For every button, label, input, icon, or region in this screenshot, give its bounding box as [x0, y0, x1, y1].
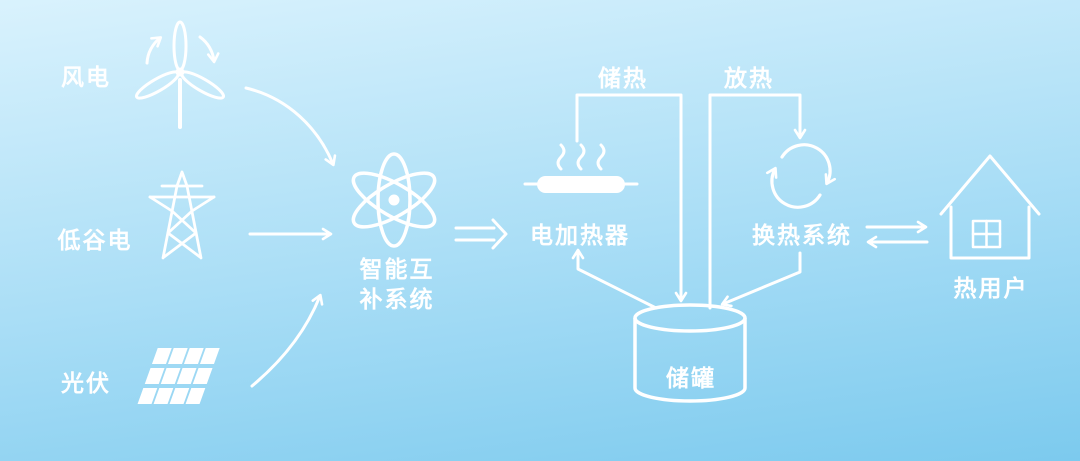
heat-user-label: 热用户: [953, 275, 1029, 301]
heat-wave: [556, 143, 566, 171]
system-label-line2: 补系统: [359, 286, 435, 312]
wind-to-system-arrow: [244, 86, 337, 167]
pv-to-system-arrow: [250, 293, 324, 388]
heat-exchange-icon: [765, 143, 837, 209]
exchanger-user-exchange-arrows: [865, 220, 929, 249]
tank-to-heater-return-pipe: [571, 248, 658, 310]
exchanger-label: 换热系统: [752, 222, 852, 248]
exchanger-to-tank-return-pipe: [720, 251, 802, 308]
offpeak-label: 低谷电: [57, 227, 133, 253]
pv-label: 光伏: [61, 370, 111, 396]
heat-wave: [576, 143, 586, 171]
rotation-arc-left: [145, 36, 163, 65]
discharge-label: 放热: [724, 65, 774, 91]
wind-turbine-icon: [134, 20, 226, 129]
heat-wave: [596, 143, 606, 171]
house-icon: [939, 154, 1041, 260]
system-label-line1: 智能互: [359, 256, 435, 282]
charge-label: 储热: [598, 65, 648, 91]
heater-to-tank-charge-pipe: [575, 93, 688, 303]
tank-label: 储罐: [666, 365, 716, 391]
storage-tank-icon: [633, 303, 747, 403]
atom-icon: [351, 152, 437, 248]
wind-label: 风电: [61, 64, 111, 90]
electric-heater-icon: [523, 143, 639, 193]
power-tower-icon: [148, 170, 216, 260]
heater-label: 电加热器: [530, 222, 630, 248]
tank-to-exchanger-discharge-pipe: [708, 93, 807, 310]
rotation-arc-right: [198, 35, 220, 64]
solar-panel-icon: [137, 348, 220, 404]
system-label: 智能互 补系统: [360, 254, 435, 314]
system-to-heater-arrow: [454, 218, 508, 250]
